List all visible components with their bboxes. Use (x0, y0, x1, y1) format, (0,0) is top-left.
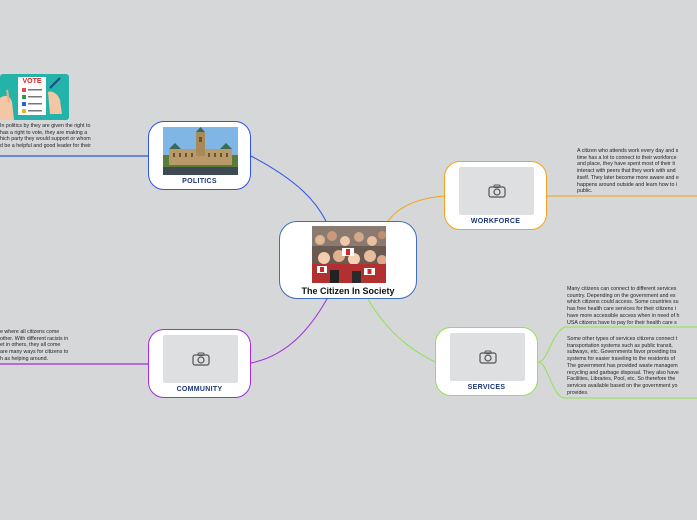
parliament-photo (163, 127, 238, 175)
services-image-placeholder (450, 333, 525, 381)
community-label: COMMUNITY (176, 386, 223, 393)
services-note-transit: Some other types of services citizens co… (567, 336, 679, 396)
link-central-community (250, 298, 328, 364)
link-central-workforce (387, 195, 445, 222)
central-topic[interactable]: The Citizen In Society (279, 221, 417, 299)
link-central-services (367, 298, 436, 363)
link-central-politics (250, 155, 327, 222)
camera-icon (478, 350, 497, 364)
topic-services[interactable]: SERVICES (435, 327, 538, 396)
camera-icon (487, 184, 506, 198)
topic-workforce[interactable]: WORKFORCE (444, 161, 547, 230)
topic-community[interactable]: COMMUNITY (148, 329, 251, 398)
central-title: The Citizen In Society (301, 286, 395, 296)
workforce-note: A citizen who attends work every day and… (577, 148, 679, 195)
community-image-placeholder (163, 335, 238, 383)
workforce-image-placeholder (459, 167, 534, 215)
workforce-label: WORKFORCE (470, 218, 521, 225)
link-services-note-1 (537, 326, 697, 363)
crowd-photo (312, 226, 386, 283)
politics-label: POLITICS (182, 178, 217, 185)
ballot-illustration (0, 77, 62, 120)
community-note: e where all citizens come other. With di… (0, 329, 69, 362)
vote-sign-text: VOTE (22, 78, 42, 85)
services-note-healthcare: Many citizens can connect to different s… (567, 286, 680, 326)
services-label: SERVICES (467, 384, 506, 391)
politics-note: In politics by they are given the right … (0, 123, 91, 150)
topic-politics[interactable]: POLITICS (148, 121, 251, 190)
vote-illustration: VOTE (0, 74, 69, 120)
camera-icon (191, 352, 210, 366)
link-services-note-2 (537, 361, 697, 399)
